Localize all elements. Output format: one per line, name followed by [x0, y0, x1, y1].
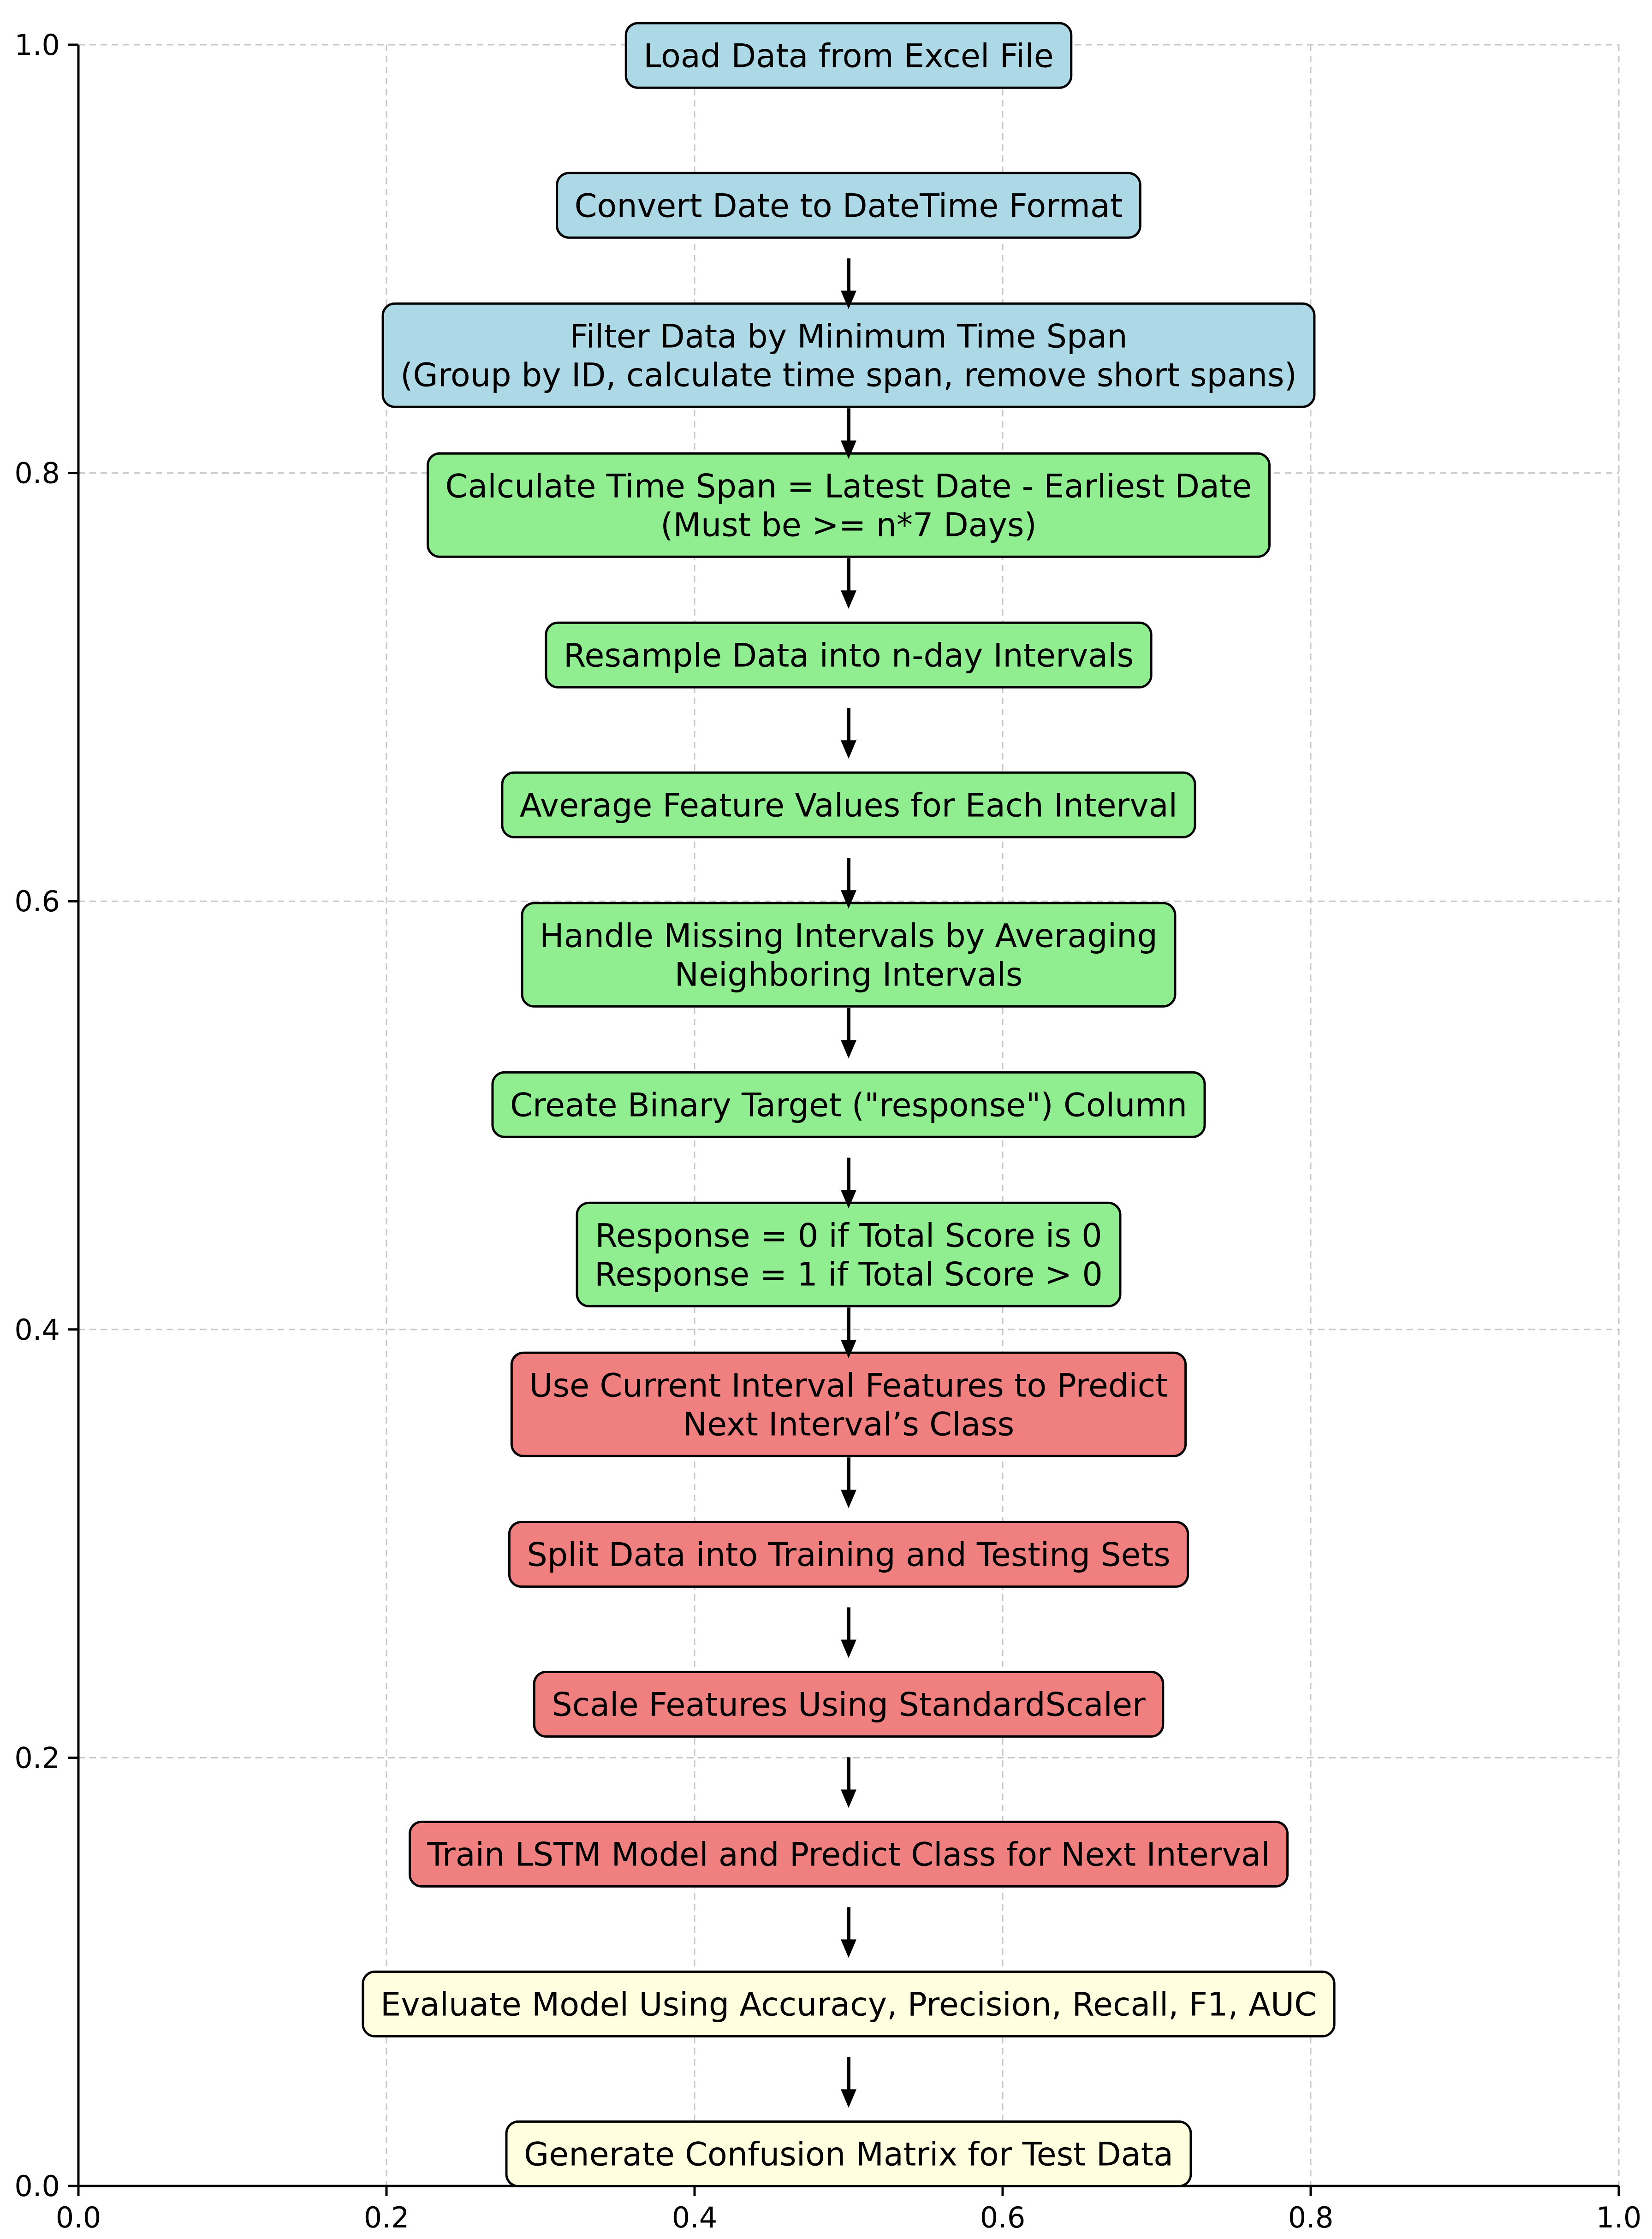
flow-arrow: [841, 1008, 856, 1059]
flow-arrow-head: [841, 740, 856, 759]
x-tick-label: 0.6: [980, 2201, 1026, 2234]
flow-node-box: [501, 771, 1196, 838]
flow-node-box: [545, 621, 1153, 689]
flow-arrow: [841, 1607, 856, 1658]
flow-node-box: [362, 1970, 1336, 2037]
flow-arrow-head: [841, 1639, 856, 1658]
flow-node-label: Evaluate Model Using Accuracy, Precision…: [380, 1986, 1317, 2024]
flow-arrow: [841, 1907, 856, 1958]
flow-node-box: [505, 2120, 1192, 2187]
flow-node-confusion-matrix: Generate Confusion Matrix for Test Data: [505, 2120, 1192, 2187]
flow-node-label: Generate Confusion Matrix for Test Data: [524, 2136, 1173, 2174]
y-tick-label: 0.4: [14, 1313, 60, 1347]
flow-node-convert-date: Convert Date to DateTime Format: [556, 172, 1141, 239]
flow-node-average-features: Average Feature Values for Each Interval: [501, 771, 1196, 838]
flow-node-box: [624, 22, 1073, 89]
flow-node-label: Scale Features Using StandardScaler: [552, 1686, 1146, 1724]
flow-node-train-lstm: Train LSTM Model and Predict Class for N…: [408, 1820, 1289, 1888]
x-tick-label: 0.8: [1288, 2201, 1334, 2234]
flow-node-label: Neighboring Intervals: [675, 956, 1023, 993]
flow-node-box: [533, 1670, 1165, 1738]
flow-node-label: Load Data from Excel File: [643, 37, 1054, 75]
x-tick-label: 0.0: [56, 2201, 101, 2234]
flow-node-create-target: Create Binary Target ("response") Column: [491, 1071, 1206, 1138]
flow-node-box: [556, 172, 1141, 239]
flow-arrow: [841, 858, 856, 909]
flow-arrow: [841, 558, 856, 609]
y-tick-label: 0.0: [14, 2169, 60, 2203]
flow-node-label: (Must be >= n*7 Days): [660, 506, 1037, 544]
flow-node-handle-missing: Handle Missing Intervals by AveragingNei…: [521, 902, 1177, 1008]
flow-node-box: [508, 1520, 1189, 1588]
flow-node-resample-data: Resample Data into n-day Intervals: [545, 621, 1153, 689]
flow-arrow-head: [841, 1340, 856, 1359]
y-tick-label: 1.0: [14, 28, 60, 62]
arrows-layer: [841, 258, 856, 2108]
flow-node-split-data: Split Data into Training and Testing Set…: [508, 1520, 1189, 1588]
flow-node-scale-features: Scale Features Using StandardScaler: [533, 1670, 1165, 1738]
flow-arrow: [841, 1757, 856, 1808]
x-tick-label: 0.4: [672, 2201, 718, 2234]
flow-node-label: Split Data into Training and Testing Set…: [527, 1536, 1170, 1574]
flow-node-use-current-features: Use Current Interval Features to Predict…: [510, 1351, 1187, 1457]
y-tick-label: 0.8: [14, 457, 60, 490]
flow-node-filter-data: Filter Data by Minimum Time Span(Group b…: [381, 302, 1316, 408]
flow-arrow-head: [841, 1190, 856, 1209]
flow-node-load-data: Load Data from Excel File: [624, 22, 1073, 89]
flow-node-label: Create Binary Target ("response") Column: [510, 1086, 1187, 1124]
flow-node-evaluate-model: Evaluate Model Using Accuracy, Precision…: [362, 1970, 1336, 2037]
x-tick-label: 0.2: [364, 2201, 410, 2234]
flow-arrow-head: [841, 1490, 856, 1509]
flow-arrow-head: [841, 1939, 856, 1958]
flow-arrow: [841, 708, 856, 759]
flow-node-box: [408, 1820, 1289, 1888]
flow-arrow-head: [841, 1789, 856, 1808]
flow-arrow: [841, 1307, 856, 1359]
flow-node-label: Response = 0 if Total Score is 0: [595, 1217, 1102, 1254]
y-tick-label: 0.2: [14, 1741, 60, 1775]
flow-arrow: [841, 258, 856, 309]
flow-arrow: [841, 1158, 856, 1209]
flow-node-label: Calculate Time Span = Latest Date - Earl…: [445, 467, 1252, 505]
flow-arrow-head: [841, 890, 856, 909]
flow-node-response-rules: Response = 0 if Total Score is 0Response…: [576, 1201, 1122, 1307]
flow-arrow-head: [841, 590, 856, 609]
y-tick-label: 0.6: [14, 885, 60, 918]
flow-arrow-head: [841, 2089, 856, 2108]
x-tick-label: 1.0: [1596, 2201, 1642, 2234]
flow-arrow-head: [841, 440, 856, 459]
flow-arrow-head: [841, 291, 856, 309]
flow-arrow-head: [841, 1040, 856, 1059]
axes-layer: 0.0 0.2 0.4 0.6 0.8 1.0 0.0 0.2 0.4 0.6 0.8 1.0: [14, 28, 1641, 2234]
flow-arrow: [841, 2057, 856, 2108]
flow-node-label: Average Feature Values for Each Interval: [520, 786, 1177, 824]
flow-node-calculate-time-span: Calculate Time Span = Latest Date - Earl…: [426, 452, 1271, 558]
flow-arrow: [841, 408, 856, 459]
flow-node-label: Convert Date to DateTime Format: [575, 187, 1123, 225]
flow-node-label: Next Interval’s Class: [683, 1406, 1015, 1443]
flow-node-label: Filter Data by Minimum Time Span: [570, 317, 1127, 355]
flow-node-box: [491, 1071, 1206, 1138]
flow-arrow: [841, 1457, 856, 1509]
flow-node-label: Use Current Interval Features to Predict: [529, 1367, 1168, 1405]
flow-node-label: Handle Missing Intervals by Averaging: [540, 917, 1158, 955]
flow-node-label: Train LSTM Model and Predict Class for N…: [427, 1836, 1270, 1874]
flow-node-label: (Group by ID, calculate time span, remov…: [400, 356, 1297, 394]
flow-node-label: Response = 1 if Total Score > 0: [594, 1255, 1103, 1293]
flow-node-label: Resample Data into n-day Intervals: [564, 636, 1134, 674]
